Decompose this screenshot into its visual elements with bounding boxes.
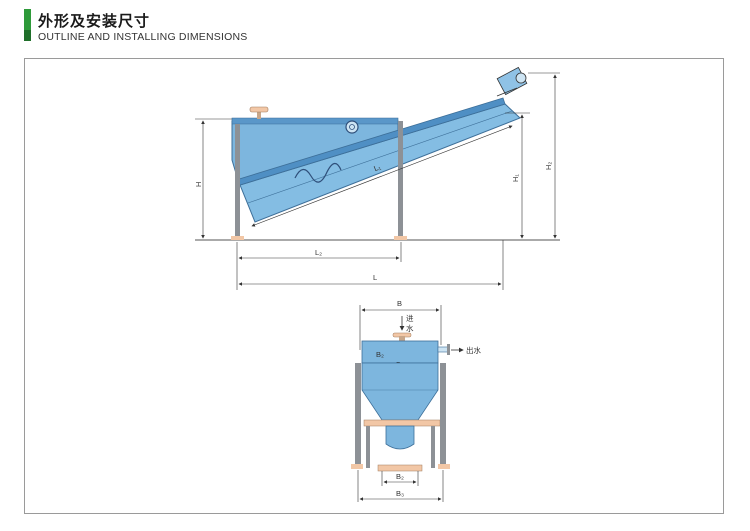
dim-L2-label: L₂: [315, 248, 322, 257]
dim-B2-bottom-label: B₂: [396, 472, 404, 481]
inlet-nozzle-stem: [257, 111, 261, 119]
hopper-top-plate: [231, 117, 399, 125]
inlet-label-1: 进: [406, 314, 414, 323]
inlet-nozzle-cap: [249, 106, 269, 113]
leg-middle: [398, 121, 403, 238]
leg-left-foot: [231, 236, 244, 240]
front-foot-right: [438, 464, 450, 469]
dim-L1-label: L₁: [372, 162, 382, 173]
leg-middle-foot: [394, 236, 407, 240]
page-title: 外形及安装尺寸: [38, 12, 151, 30]
dim-L1-line: [251, 125, 513, 227]
inlet-label-2: 水: [406, 323, 414, 333]
dim-L-label: L: [373, 273, 377, 282]
dim-B-label: B: [397, 299, 402, 308]
front-hopper: [361, 362, 439, 421]
outlet-flange: [447, 344, 450, 355]
front-view: B 进 水 B₂ 出水 B₁: [351, 299, 481, 502]
front-foot-left: [351, 464, 363, 469]
header-accent-bar: [24, 9, 31, 41]
dim-H-label: H: [194, 182, 203, 187]
outlet-label: 出水: [466, 345, 481, 355]
front-leg-left: [355, 363, 361, 467]
front-inlet-stem: [399, 336, 405, 342]
dim-B3-label: B₃: [396, 489, 404, 498]
dim-H2-label: H₂: [544, 162, 553, 170]
front-leg-inner-left: [366, 426, 370, 468]
side-view: H H₁ H₂ L₁ L₂ L: [194, 66, 560, 290]
drive-bracket: [496, 87, 518, 97]
dim-H1-label: H₁: [511, 174, 520, 182]
drive-motor-icon: [515, 72, 527, 84]
page-subtitle: OUTLINE AND INSTALLING DIMENSIONS: [38, 31, 248, 43]
header-accent-bar-dark: [24, 30, 31, 41]
dim-B2-top-label: B₂: [376, 350, 384, 359]
front-base-plate: [377, 464, 423, 472]
front-leg-inner-right: [431, 426, 435, 468]
front-leg-right: [440, 363, 446, 467]
front-trough: [385, 425, 415, 450]
front-frame-band: [363, 419, 441, 427]
leg-left: [235, 124, 240, 238]
drawing-frame: [24, 58, 724, 514]
bearing-icon: [345, 120, 359, 134]
outlet-pipe: [437, 346, 449, 353]
